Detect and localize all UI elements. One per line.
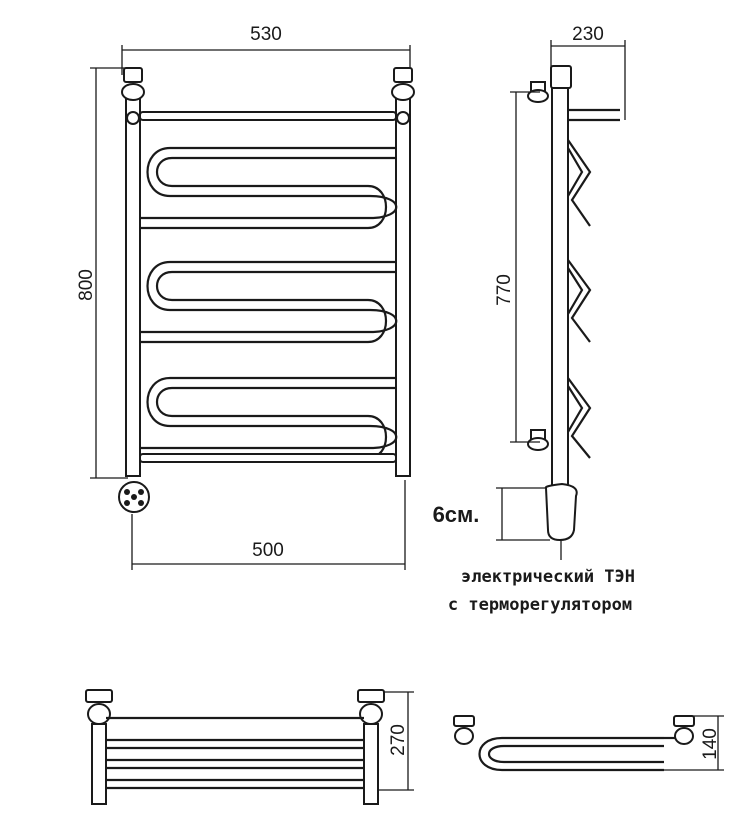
dim-6cm-label: 6см.: [433, 502, 480, 527]
side-zigzag-2-inner: [567, 267, 584, 315]
top-bar: [139, 111, 397, 121]
dim-140-label: 140: [700, 728, 721, 760]
heater-label-line1: электрический ТЭН: [461, 567, 635, 587]
bottom-side-left-bracket: [453, 715, 475, 727]
dim-530-label: 530: [250, 24, 282, 45]
top-view-right-nut: [359, 703, 383, 725]
top-view-left-riser: [91, 723, 107, 805]
dim-230-label: 230: [572, 24, 604, 45]
coil-1-inner: [140, 156, 396, 230]
coil-1-outer: [140, 146, 398, 220]
side-riser: [551, 87, 569, 489]
right-top-nut: [391, 83, 415, 101]
bottom-side-left-nut: [454, 727, 474, 745]
side-view: 230 770 6см. электрический ТЭ: [433, 24, 635, 615]
coil-2-outer: [140, 260, 398, 334]
right-riser: [395, 95, 411, 477]
top-view-right-bracket: [357, 689, 385, 703]
front-view: 530 800: [76, 24, 415, 570]
left-riser: [125, 95, 141, 477]
connector-pin-4: [138, 500, 144, 506]
dim-770-label: 770: [494, 274, 515, 306]
bottom-side-loop-inner: [487, 744, 664, 764]
dim-800-label: 800: [76, 269, 97, 301]
dim-270-label: 270: [388, 724, 409, 756]
coil-2-inner: [140, 270, 396, 344]
connector-pin-2: [138, 489, 144, 495]
bottom-bar: [139, 453, 397, 463]
dim-500-label: 500: [252, 540, 284, 561]
side-zigzag-1: [567, 139, 592, 227]
side-zigzag-3-inner: [567, 385, 584, 433]
side-zigzag-3: [567, 377, 592, 459]
top-view-left-nut: [87, 703, 111, 725]
connector-pin-3: [124, 500, 130, 506]
bottom-side-right-nut: [674, 727, 694, 745]
connector-pin-5: [131, 494, 137, 500]
bottom-side-right-bracket: [673, 715, 695, 727]
top-view: 270: [85, 689, 414, 805]
left-top-fitting: [123, 67, 143, 83]
coil-3-inner: [140, 386, 396, 460]
connector-pin-1: [124, 489, 130, 495]
side-zigzag-2: [567, 259, 592, 343]
left-top-valve: [126, 111, 140, 125]
top-view-left-bracket: [85, 689, 113, 703]
coil-3-outer: [140, 376, 398, 450]
left-top-nut: [121, 83, 145, 101]
bottom-side-view: 140: [453, 715, 724, 772]
heater-label-line2: с терморегулятором: [448, 595, 632, 615]
right-top-valve: [396, 111, 410, 125]
side-top-bracket: [550, 65, 572, 89]
side-bottom-valve-cap: [527, 437, 549, 451]
heater-element: [544, 482, 578, 542]
side-zigzag-1-inner: [567, 147, 584, 197]
side-top-valve-cap: [527, 89, 549, 103]
bottom-side-loop-outer: [478, 736, 664, 772]
right-top-fitting: [393, 67, 413, 83]
top-view-right-riser: [363, 723, 379, 805]
